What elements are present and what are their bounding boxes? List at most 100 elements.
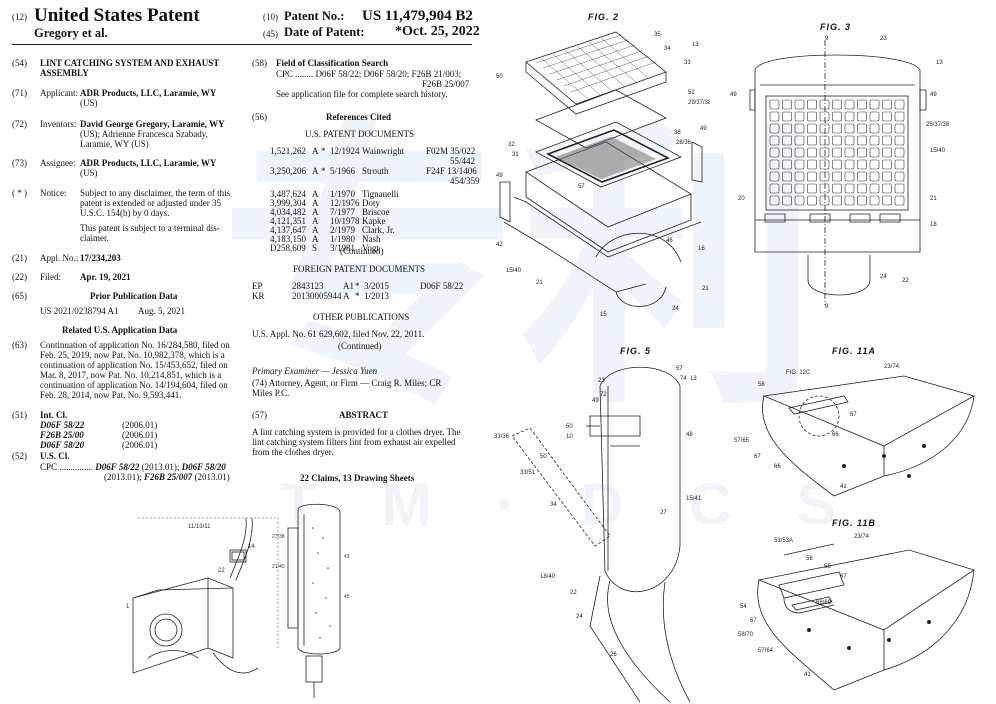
svg-text:34: 34 <box>550 502 557 508</box>
fig3-grid-cell <box>794 111 805 122</box>
prior-pub: US 2021/0238794 A1 <box>40 306 119 316</box>
applicant-code: (71) <box>12 88 27 98</box>
fig3-grid-cell <box>769 135 780 146</box>
foreign-kind: A <box>343 291 350 301</box>
fig3-grid-cell <box>894 183 905 194</box>
code-10: (10) <box>263 12 278 22</box>
fig3-grid-cell <box>869 99 880 110</box>
patent-no: US 11,479,904 B2 <box>362 8 473 24</box>
svg-text:1: 1 <box>126 604 130 610</box>
us-docs-title: U.S. PATENT DOCUMENTS <box>305 129 415 139</box>
foreign-date: 1/2013 <box>364 291 390 301</box>
foreign-title: FOREIGN PATENT DOCUMENTS <box>293 264 426 274</box>
fig2-label: FIG. 2 <box>588 12 620 22</box>
svg-text:31: 31 <box>512 152 519 158</box>
us-doc-name: Nash <box>362 234 381 244</box>
foreign-cls: D06F 58/22 <box>420 281 464 291</box>
us-doc-date: 7/1977 <box>330 207 356 217</box>
us-doc-no: 3,250,206 <box>270 166 306 176</box>
related-line-6: Feb. 28, 2014, now Pat. No. 9,593,441. <box>40 390 182 400</box>
fig3-grid-cell <box>869 183 880 194</box>
field-line-3: See application file for complete search… <box>276 89 448 99</box>
fig3-grid-cell <box>819 123 830 134</box>
us-doc-name: Tignanelli <box>362 189 399 199</box>
fig3-grid-cell <box>882 135 892 146</box>
related-line-5: continuation of application No. 14/194,6… <box>40 380 228 390</box>
fig3-grid-cell <box>782 171 792 182</box>
fig3-grid-cell <box>832 195 842 206</box>
svg-text:FIG. 12C: FIG. 12C <box>786 370 811 376</box>
us-doc-no: D258,609 <box>270 243 306 253</box>
inventors-code: (72) <box>12 119 27 129</box>
fig3-grid-cell <box>782 195 792 206</box>
foreign-date: 3/2015 <box>364 281 390 291</box>
us-doc-cls2: 55/442 <box>450 156 476 166</box>
us-doc-date: 5/1966 <box>330 166 356 176</box>
notice-label: Notice: <box>40 188 67 198</box>
fig3-grid-cell <box>832 147 842 158</box>
header-divider <box>12 44 472 45</box>
foreign-star: * <box>355 291 360 301</box>
svg-text:50: 50 <box>496 74 503 80</box>
inventors-label: Inventors: <box>40 119 77 129</box>
title-code: (54) <box>12 58 27 68</box>
notice-code: ( * ) <box>12 188 27 198</box>
attorney-line-2: Miles P.C. <box>252 388 290 398</box>
fig3-grid-cell <box>869 111 880 122</box>
fig3-grid-cell <box>794 171 805 182</box>
fig3-grid-cell <box>832 159 842 170</box>
svg-text:27: 27 <box>660 510 667 516</box>
fig3-grid-cell <box>807 171 817 182</box>
us-doc-no: 4,183,150 <box>270 234 306 244</box>
related-title: Related U.S. Application Data <box>62 325 178 335</box>
notice2-line-2: claimer. <box>80 233 109 243</box>
svg-text:41: 41 <box>840 484 847 490</box>
us-doc-cls: F02M 35/022 <box>426 146 476 156</box>
svg-text:23/74: 23/74 <box>884 364 900 370</box>
fig3-grid-cell <box>894 111 905 122</box>
field-line-1: CPC ........ D06F 58/22; D06F 58/20; F26… <box>276 69 462 79</box>
prior-code: (65) <box>12 291 27 301</box>
svg-text:35: 35 <box>654 32 661 38</box>
us-doc-no: 3,999,304 <box>270 198 306 208</box>
filed-label: Filed: <box>40 272 62 282</box>
cpc-ver-1: (2013.01); <box>141 462 180 472</box>
us-doc-kind: A <box>312 225 319 235</box>
svg-text:13: 13 <box>936 60 943 66</box>
other-title: OTHER PUBLICATIONS <box>313 312 410 322</box>
cpc-line-2: (2013.01); F26B 25/007 (2013.01) <box>104 472 230 482</box>
fig3-grid-cell <box>819 135 830 146</box>
svg-text:68/69: 68/69 <box>816 600 832 606</box>
svg-text:18/40: 18/40 <box>540 574 556 580</box>
intcl-cls-3: D06F 58/20 <box>40 440 85 450</box>
fig3-grid-cell <box>894 99 905 110</box>
fig3-grid-cell <box>857 147 867 158</box>
svg-text:21: 21 <box>536 280 543 286</box>
field-title: Field of Classification Search <box>276 58 389 68</box>
us-doc-date: 1/1970 <box>330 189 356 199</box>
svg-text:49: 49 <box>592 398 599 404</box>
fig3-grid-cell <box>882 99 892 110</box>
svg-text:56: 56 <box>806 556 813 562</box>
us-doc-star: * <box>321 166 326 176</box>
svg-text:18: 18 <box>930 222 937 228</box>
fig3-grid-cell <box>869 159 880 170</box>
svg-text:49: 49 <box>730 92 737 98</box>
related-line-3: continuation of application No. 15/453,6… <box>40 360 228 370</box>
examiner: Primary Examiner — Jessica Yuen <box>252 366 378 376</box>
intcl-cls-1: D06F 58/22 <box>40 420 85 430</box>
us-doc-name: Clark, Jr. <box>362 225 395 235</box>
fig3-grid-cell <box>882 171 892 182</box>
fig3-grid-cell <box>844 135 855 146</box>
fig3-grid-cell <box>794 147 805 158</box>
fig3-grid-cell <box>782 99 792 110</box>
cpc-cls-1: D06F 58/22 <box>95 462 140 472</box>
fig3-grid-cell <box>894 147 905 158</box>
svg-text:34: 34 <box>664 46 671 52</box>
cpc-ver-3: (2013.01) <box>194 472 230 482</box>
svg-text:13: 13 <box>690 376 697 382</box>
fig3-grid-cell <box>819 111 830 122</box>
fig3-grid-cell <box>769 147 780 158</box>
